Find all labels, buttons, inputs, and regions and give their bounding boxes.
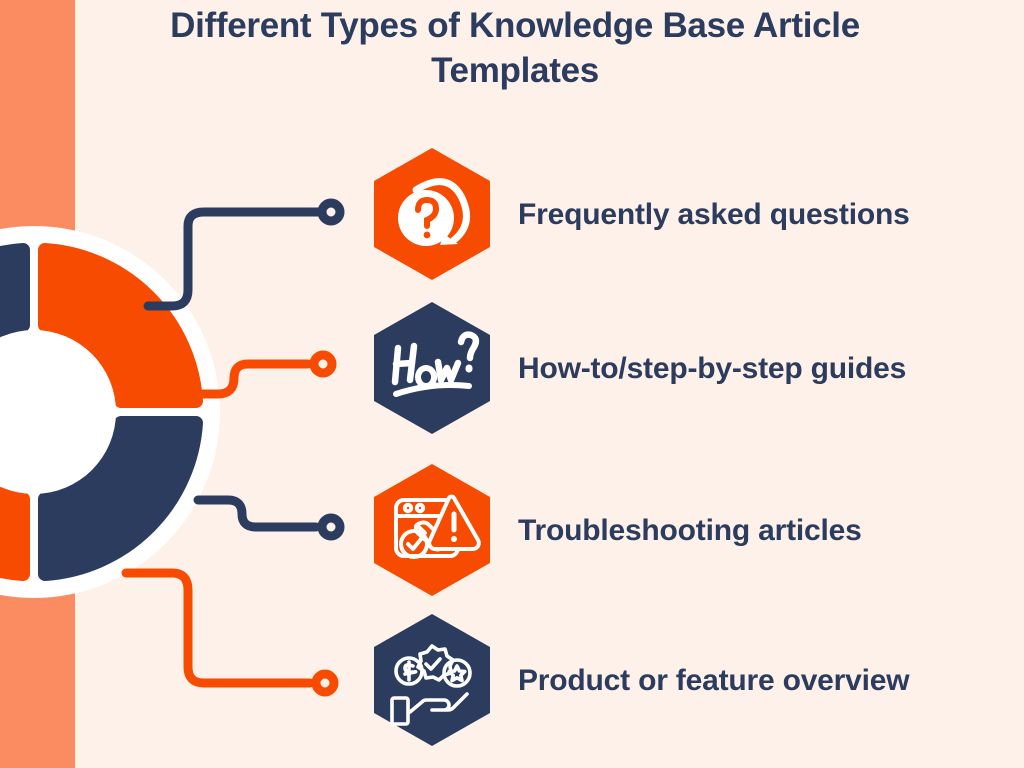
list-item-troubleshooting[interactable]: Troubleshooting articles [370, 462, 862, 598]
connector-endpoint-3 [317, 513, 345, 541]
how-handwritten-icon [370, 300, 494, 436]
donut-segments [0, 243, 203, 581]
page-title: Different Types of Knowledge Base Articl… [170, 6, 860, 90]
wrench-warning-browser-icon [370, 462, 494, 598]
donut-segment-3 [38, 416, 203, 581]
list-item-label: Product or feature overview [518, 663, 910, 697]
list-item-faq[interactable]: Frequently asked questions [370, 146, 910, 282]
list-item-product-overview[interactable]: Product or feature overview [370, 612, 910, 748]
list-item-label: Troubleshooting articles [518, 513, 862, 547]
hand-holding-badges-icon [370, 612, 494, 748]
list-item-label: How-to/step-by-step guides [518, 351, 907, 385]
donut-segment-1 [0, 243, 30, 339]
list-item-label: Frequently asked questions [518, 197, 910, 231]
connector-endpoint-2 [309, 350, 337, 378]
list-item-howto[interactable]: How-to/step-by-step guides [370, 300, 906, 436]
hexagon-background [374, 614, 490, 746]
question-mark-speech-bubble-icon [370, 146, 494, 282]
donut-chart-hub [0, 226, 220, 598]
donut-inner-hole [0, 330, 116, 494]
connector-endpoint-4 [311, 669, 339, 697]
connector-endpoint-1 [317, 198, 345, 226]
donut-segment-4 [0, 485, 30, 581]
